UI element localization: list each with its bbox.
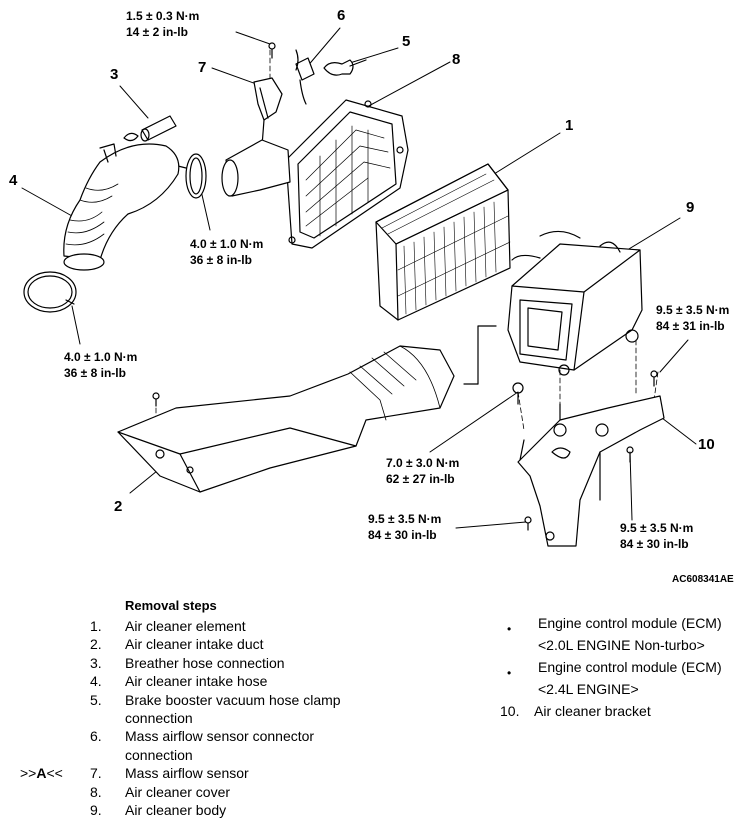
step-text: Air cleaner element — [125, 618, 246, 634]
removal-steps-title: Removal steps — [125, 598, 217, 613]
air-cleaner-cover — [285, 99, 409, 249]
bullet: • — [507, 622, 512, 636]
torque-inlb: 36 ± 8 in-lb — [64, 366, 126, 380]
step-number: 10. — [500, 703, 520, 719]
service-point-mark: >>A<< — [20, 764, 80, 782]
air-cleaner-intake-duct — [117, 345, 455, 493]
step-number: 3. — [90, 654, 102, 671]
air-cleaner-element — [375, 163, 511, 321]
torque-nm: 7.0 ± 3.0 N·m — [386, 456, 460, 470]
callout-10: 10 — [698, 436, 715, 453]
step-number: 7. — [90, 765, 102, 782]
step-text: Air cleaner bracket — [534, 703, 651, 719]
step-text: Air cleaner intake duct — [125, 636, 264, 653]
callout-5: 5 — [402, 33, 411, 50]
vacuum-hose-clamp — [323, 59, 367, 76]
step-number: 8. — [90, 783, 102, 800]
mark-letter: A — [36, 765, 47, 782]
callout-6: 6 — [337, 7, 346, 24]
intake-clamp — [177, 153, 207, 199]
bolt-icon — [268, 42, 276, 59]
air-cleaner-bracket — [517, 395, 665, 547]
torque-spec-1: 1.5 ± 0.3 N·m 14 ± 2 in-lb — [126, 8, 199, 40]
step-text: Air cleaner body — [125, 801, 227, 818]
torque-spec-7: 9.5 ± 3.5 N·m 84 ± 30 in-lb — [620, 520, 693, 552]
callout-3: 3 — [110, 66, 119, 83]
step-number: 9. — [90, 801, 102, 818]
torque-nm: 9.5 ± 3.5 N·m — [368, 512, 442, 526]
body-bolt-icon — [512, 382, 524, 405]
step-text: Air cleaner intake hose — [125, 673, 268, 690]
mark-prefix: >> — [20, 765, 37, 782]
ecm-bracket — [463, 325, 497, 385]
intake-hose-adapter — [221, 139, 291, 197]
step-text: Breather hose connection — [125, 654, 285, 671]
torque-inlb: 84 ± 30 in-lb — [620, 537, 689, 551]
step-number: 5. — [90, 691, 102, 708]
torque-spec-5: 7.0 ± 3.0 N·m 62 ± 27 in-lb — [386, 455, 459, 487]
torque-nm: 4.0 ± 1.0 N·m — [190, 237, 264, 251]
note-line-1: Engine control module (ECM) — [538, 615, 722, 631]
torque-inlb: 84 ± 31 in-lb — [656, 319, 725, 333]
torque-inlb: 84 ± 30 in-lb — [368, 528, 437, 542]
leader-lines — [21, 27, 697, 529]
air-cleaner-body — [507, 230, 643, 376]
bracket-bolt-icon — [524, 370, 658, 531]
air-cleaner-intake-hose — [63, 143, 180, 271]
callout-7: 7 — [198, 59, 207, 76]
note-line-2: <2.0L ENGINE Non-turbo> — [538, 637, 705, 653]
step-text: Mass airflow sensor connector connection — [125, 728, 315, 763]
torque-inlb: 62 ± 27 in-lb — [386, 472, 455, 486]
callout-4: 4 — [9, 172, 18, 189]
duct-bolt-icon — [152, 392, 160, 407]
breather-hose — [123, 115, 177, 142]
torque-inlb: 36 ± 8 in-lb — [190, 253, 252, 267]
torque-nm: 9.5 ± 3.5 N·m — [620, 521, 694, 535]
torque-spec-2: 4.0 ± 1.0 N·m 36 ± 8 in-lb — [190, 236, 263, 268]
step-number: 1. — [90, 618, 102, 634]
torque-nm: 9.5 ± 3.5 N·m — [656, 303, 730, 317]
figure-id: AC608341AE — [672, 574, 734, 585]
callout-8: 8 — [452, 51, 461, 68]
torque-nm: 1.5 ± 0.3 N·m — [126, 9, 200, 23]
step-text: Mass airflow sensor — [125, 765, 249, 782]
step-text: Brake booster vacuum hose clamp connecti… — [125, 691, 341, 726]
torque-spec-4: 9.5 ± 3.5 N·m 84 ± 31 in-lb — [656, 302, 729, 334]
note-line-2: <2.4L ENGINE> — [538, 681, 639, 697]
callout-2: 2 — [114, 498, 123, 515]
callout-9: 9 — [686, 199, 695, 216]
torque-inlb: 14 ± 2 in-lb — [126, 25, 188, 39]
step-number: 4. — [90, 673, 102, 690]
note-line-1: Engine control module (ECM) — [538, 659, 722, 675]
bullet: • — [507, 666, 512, 680]
torque-spec-6: 9.5 ± 3.5 N·m 84 ± 30 in-lb — [368, 511, 441, 543]
mark-suffix: << — [46, 765, 63, 782]
mas-connector — [295, 49, 315, 105]
step-text: Air cleaner cover — [125, 783, 231, 800]
torque-nm: 4.0 ± 1.0 N·m — [64, 350, 138, 364]
step-number: 6. — [90, 728, 102, 745]
callout-1: 1 — [565, 117, 574, 134]
step-number: 2. — [90, 636, 102, 653]
torque-spec-3: 4.0 ± 1.0 N·m 36 ± 8 in-lb — [64, 349, 137, 381]
hose-clamp-lower — [23, 271, 77, 313]
